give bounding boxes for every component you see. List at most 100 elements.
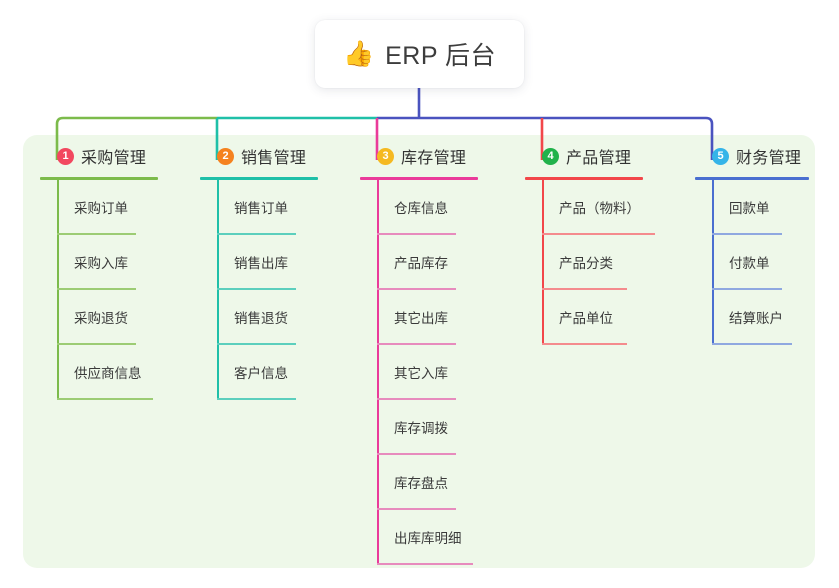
list-item[interactable]: 采购入库 xyxy=(40,235,158,290)
list-item-label: 销售出库 xyxy=(234,256,288,271)
column-group: 1 采购管理采购订单采购入库采购退货供应商信息 2 销售管理销售订单销售出库销售退货客… xyxy=(23,135,815,568)
list-item-rule xyxy=(377,233,456,235)
list-item-label: 付款单 xyxy=(729,256,770,271)
list-item-rule xyxy=(377,563,473,565)
item-list: 仓库信息产品库存其它出库其它入库库存调拨库存盘点出库库明细 xyxy=(360,180,478,565)
list-item[interactable]: 仓库信息 xyxy=(360,180,478,235)
column-4: 4 产品管理产品（物料） 产品分类产品单位 xyxy=(525,135,655,345)
list-item-rule xyxy=(57,398,153,400)
list-item[interactable]: 销售出库 xyxy=(200,235,318,290)
background-panel xyxy=(23,135,815,568)
column-spine xyxy=(712,180,714,345)
list-item-label: 采购订单 xyxy=(74,201,128,216)
list-item-rule xyxy=(377,288,456,290)
list-item[interactable]: 库存调拨 xyxy=(360,400,478,455)
column-header-5[interactable]: 5 财务管理 xyxy=(695,135,809,177)
column-spine xyxy=(57,180,59,400)
list-item-rule xyxy=(712,233,782,235)
column-badge-icon: 1 xyxy=(57,147,74,165)
column-header-1[interactable]: 1 采购管理 xyxy=(40,135,158,177)
list-item-rule xyxy=(57,233,136,235)
list-item[interactable]: 产品分类 xyxy=(525,235,643,290)
list-item[interactable]: 结算账户 xyxy=(695,290,809,345)
list-item-rule xyxy=(377,508,456,510)
column-header-4[interactable]: 4 产品管理 xyxy=(525,135,643,177)
list-item[interactable]: 出库库明细 xyxy=(360,510,478,565)
list-item-rule xyxy=(712,343,792,345)
column-header-rule xyxy=(200,177,318,180)
item-list: 采购订单采购入库采购退货供应商信息 xyxy=(40,180,158,400)
list-item-label: 销售订单 xyxy=(234,201,288,216)
column-title: 销售管理 xyxy=(241,150,307,167)
list-item[interactable]: 产品单位 xyxy=(525,290,643,345)
list-item-rule xyxy=(377,343,456,345)
list-item-rule xyxy=(542,288,627,290)
list-item[interactable]: 产品库存 xyxy=(360,235,478,290)
column-3: 3 库存管理仓库信息产品库存其它出库其它入库库存调拨库存盘点出库库明细 xyxy=(360,135,478,565)
list-item-label: 结算账户 xyxy=(729,311,783,326)
list-item[interactable]: 供应商信息 xyxy=(40,345,158,400)
list-item-rule xyxy=(377,453,456,455)
list-item[interactable]: 付款单 xyxy=(695,235,809,290)
list-item[interactable]: 回款单 xyxy=(695,180,809,235)
list-item-label: 出库库明细 xyxy=(394,531,462,546)
column-header-rule xyxy=(360,177,478,180)
list-item[interactable]: 销售订单 xyxy=(200,180,318,235)
column-spine xyxy=(217,180,219,400)
item-list: 回款单付款单结算账户 xyxy=(695,180,809,345)
list-item-label: 其它入库 xyxy=(394,366,448,381)
list-item-label: 产品（物料） xyxy=(559,201,640,216)
list-item-rule xyxy=(377,398,456,400)
list-item[interactable]: 产品（物料） xyxy=(525,180,655,235)
root-title: ERP 后台 xyxy=(385,42,497,70)
column-title: 产品管理 xyxy=(566,150,632,167)
list-item[interactable]: 库存盘点 xyxy=(360,455,478,510)
column-header-rule xyxy=(695,177,809,180)
list-item-label: 供应商信息 xyxy=(74,366,142,381)
list-item-label: 采购入库 xyxy=(74,256,128,271)
list-item[interactable]: 采购订单 xyxy=(40,180,158,235)
column-5: 5 财务管理回款单付款单结算账户 xyxy=(695,135,809,345)
list-item-rule xyxy=(217,343,296,345)
list-item-rule xyxy=(542,233,655,235)
list-item-label: 库存盘点 xyxy=(394,476,448,491)
list-item[interactable]: 销售退货 xyxy=(200,290,318,345)
list-item[interactable]: 其它出库 xyxy=(360,290,478,345)
list-item-label: 产品单位 xyxy=(559,311,613,326)
list-item[interactable]: 其它入库 xyxy=(360,345,478,400)
list-item-label: 采购退货 xyxy=(74,311,128,326)
list-item-rule xyxy=(542,343,627,345)
list-item[interactable]: 客户信息 xyxy=(200,345,318,400)
list-item-rule xyxy=(217,288,296,290)
list-item-label: 仓库信息 xyxy=(394,201,448,216)
list-item-rule xyxy=(57,288,136,290)
thumbs-up-icon: 👍 xyxy=(342,39,375,68)
item-list: 销售订单销售出库销售退货客户信息 xyxy=(200,180,318,400)
list-item-label: 销售退货 xyxy=(234,311,288,326)
column-spine xyxy=(542,180,544,345)
column-badge-icon: 3 xyxy=(377,147,394,165)
column-badge-icon: 2 xyxy=(217,147,234,165)
column-header-3[interactable]: 3 库存管理 xyxy=(360,135,478,177)
column-badge-icon: 5 xyxy=(712,147,729,165)
column-badge-icon: 4 xyxy=(542,147,559,165)
column-title: 库存管理 xyxy=(401,150,467,167)
list-item-label: 库存调拨 xyxy=(394,421,448,436)
list-item-rule xyxy=(217,233,296,235)
list-item-label: 产品库存 xyxy=(394,256,448,271)
list-item-label: 回款单 xyxy=(729,201,770,216)
column-spine xyxy=(377,180,379,565)
root-node[interactable]: 👍 ERP 后台 xyxy=(315,20,524,88)
column-header-rule xyxy=(525,177,643,180)
column-2: 2 销售管理销售订单销售出库销售退货客户信息 xyxy=(200,135,318,400)
column-header-rule xyxy=(40,177,158,180)
column-title: 财务管理 xyxy=(736,150,802,167)
item-list: 产品（物料） 产品分类产品单位 xyxy=(525,180,655,345)
list-item[interactable]: 采购退货 xyxy=(40,290,158,345)
column-title: 采购管理 xyxy=(81,150,147,167)
list-item-rule xyxy=(217,398,296,400)
column-header-2[interactable]: 2 销售管理 xyxy=(200,135,318,177)
list-item-rule xyxy=(712,288,782,290)
list-item-rule xyxy=(57,343,136,345)
